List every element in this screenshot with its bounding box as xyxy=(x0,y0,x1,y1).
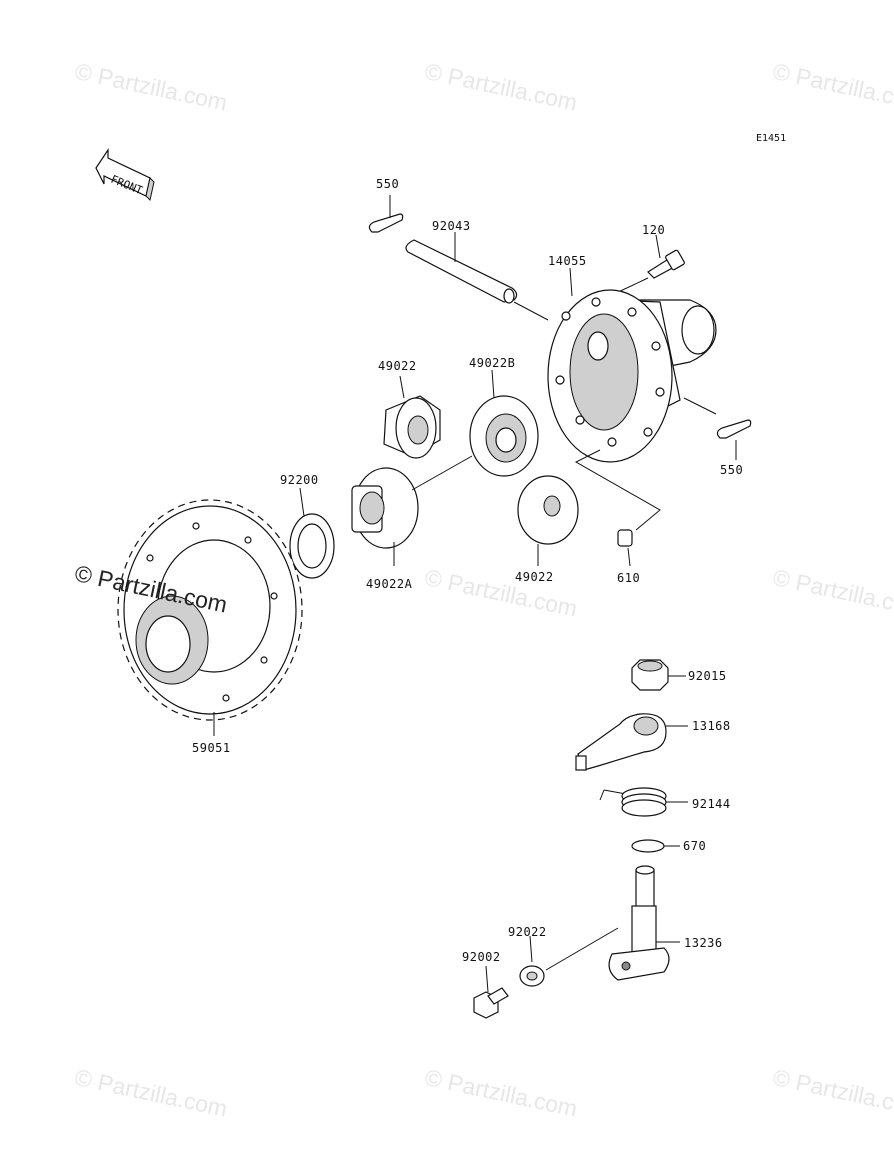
shaft-92043 xyxy=(405,232,549,321)
front-arrow-icon: FRONT xyxy=(95,148,155,201)
part-label-550[interactable]: 550 xyxy=(376,177,400,191)
circlip-670 xyxy=(631,839,680,853)
spring-92144 xyxy=(599,787,688,817)
bolt-120 xyxy=(613,234,685,295)
part-label-92015[interactable]: 92015 xyxy=(688,669,727,683)
pinion-gear-49022-upper xyxy=(383,375,441,459)
part-label-49022A[interactable]: 49022A xyxy=(366,577,413,591)
pin-610 xyxy=(574,449,661,567)
part-label-49022B[interactable]: 49022B xyxy=(469,356,516,370)
side-gear-49022A xyxy=(351,455,473,566)
cotter-pin-550-top xyxy=(368,195,404,233)
diagram-code: E1451 xyxy=(756,133,787,144)
bolt-92002 xyxy=(473,965,509,1019)
part-label-120[interactable]: 120 xyxy=(642,223,666,237)
part-label-92002[interactable]: 92002 xyxy=(462,950,501,964)
washer-92022 xyxy=(519,935,545,987)
part-label-670[interactable]: 670 xyxy=(683,839,707,853)
part-label-49022[interactable]: 49022 xyxy=(378,359,417,373)
part-label-59051[interactable]: 59051 xyxy=(192,741,231,755)
nut-92015 xyxy=(631,659,686,691)
cotter-pin-550-right xyxy=(683,397,752,460)
part-label-14055[interactable]: 14055 xyxy=(548,254,587,268)
pinion-gear-49022-lower xyxy=(517,475,579,566)
thrust-washer-92200 xyxy=(289,487,335,579)
part-label-92144[interactable]: 92144 xyxy=(692,797,731,811)
part-label-13236[interactable]: 13236 xyxy=(684,936,723,950)
part-label-92200[interactable]: 92200 xyxy=(280,473,319,487)
part-label-13168[interactable]: 13168 xyxy=(692,719,731,733)
lever-13168 xyxy=(575,713,688,771)
differential-case-14055 xyxy=(547,267,717,463)
part-label-92043[interactable]: 92043 xyxy=(432,219,471,233)
side-gear-49022B xyxy=(469,369,539,477)
part-label-550[interactable]: 550 xyxy=(720,463,744,477)
part-label-92022[interactable]: 92022 xyxy=(508,925,547,939)
part-label-49022[interactable]: 49022 xyxy=(515,570,554,584)
ring-gear-59051 xyxy=(117,499,303,736)
shaft-13236 xyxy=(545,865,680,981)
part-label-610[interactable]: 610 xyxy=(617,571,641,585)
